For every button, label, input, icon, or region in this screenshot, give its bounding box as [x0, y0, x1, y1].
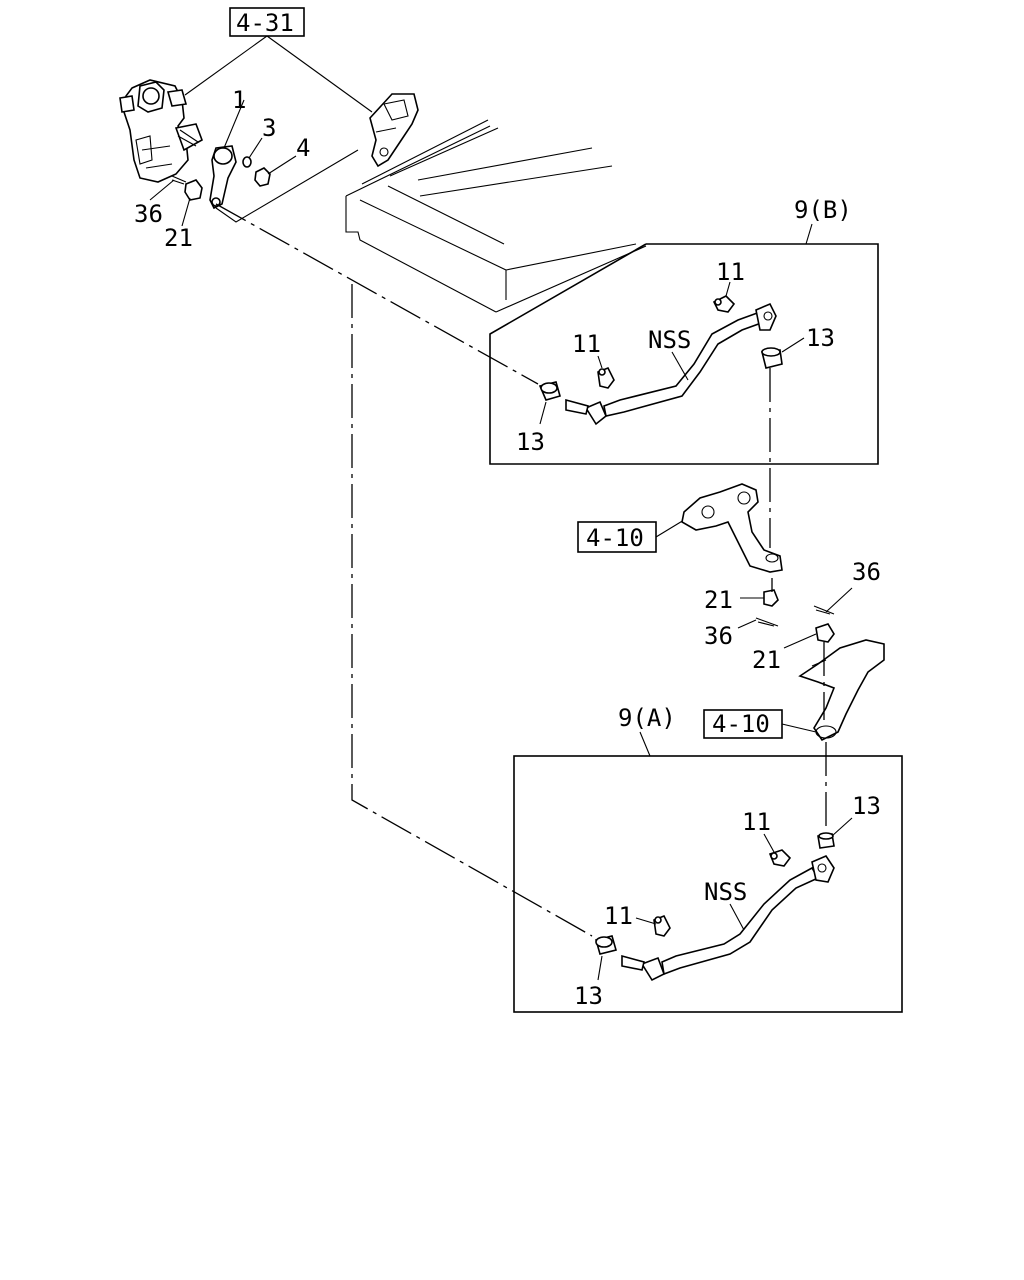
callout-b-13-left: 13 [516, 428, 545, 456]
callout-a-11-left: 11 [604, 902, 633, 930]
group-9a-frame [513, 755, 903, 1013]
ref-box-4-31-label: 4-31 [236, 9, 294, 37]
steering-gear-icon [119, 79, 203, 183]
nut-icon [254, 167, 271, 187]
callout-a-13-right: 13 [852, 792, 881, 820]
grease-nipple-icon [712, 295, 736, 313]
callout-a-nss: NSS [704, 878, 747, 906]
frame-rail-icon [215, 119, 647, 313]
castle-nut-icon [184, 179, 203, 201]
callout-4: 4 [296, 134, 310, 162]
lock-washer-icon [242, 156, 252, 168]
callout-mid-36-right: 36 [852, 558, 881, 586]
drag-link-icon [621, 855, 835, 982]
ref-box-4-10-lower-label: 4-10 [712, 710, 770, 738]
callout-mid-21-right: 21 [752, 646, 781, 674]
assembly-lines [215, 203, 827, 937]
callout-b-13-right: 13 [806, 324, 835, 352]
callout-b-11-right: 11 [716, 258, 745, 286]
callout-1: 1 [232, 86, 246, 114]
idler-arm-icon [681, 483, 783, 573]
dust-boot-icon [761, 347, 783, 369]
group-label-9b: 9(B) [794, 196, 852, 224]
dust-boot-icon [595, 935, 617, 955]
drag-link-icon [565, 302, 777, 426]
callout-3: 3 [262, 114, 276, 142]
callout-mid-21-left: 21 [704, 586, 733, 614]
idler-arm-icon [798, 639, 885, 742]
group-label-9a: 9(A) [618, 704, 676, 732]
ref-box-4-10-upper[interactable]: 4-10 [577, 521, 657, 553]
group-9b-frame [489, 243, 879, 465]
castle-nut-icon [815, 623, 835, 643]
callout-b-nss: NSS [648, 326, 691, 354]
callout-a-13-left: 13 [574, 982, 603, 1010]
ref-box-4-31[interactable]: 4-31 [229, 7, 305, 37]
cotter-pin-icon [813, 605, 835, 615]
callout-21-top: 21 [164, 224, 193, 252]
frame-bracket-icon [369, 93, 419, 168]
callout-b-11-left: 11 [572, 330, 601, 358]
ref-box-4-10-lower[interactable]: 4-10 [703, 709, 783, 739]
grease-nipple-icon [653, 914, 671, 937]
callout-a-11-right: 11 [742, 808, 771, 836]
cotter-pin-icon [755, 617, 779, 627]
grease-nipple-icon [768, 849, 792, 867]
grease-nipple-icon [597, 366, 615, 389]
callout-36-top: 36 [134, 200, 163, 228]
callout-mid-36-left: 36 [704, 622, 733, 650]
dust-boot-icon [817, 832, 835, 849]
cotter-pin-icon [171, 175, 187, 185]
castle-nut-icon [763, 589, 779, 607]
ref-box-4-10-upper-label: 4-10 [586, 524, 644, 552]
dust-boot-icon [538, 381, 561, 401]
pitman-arm-icon [209, 145, 237, 210]
